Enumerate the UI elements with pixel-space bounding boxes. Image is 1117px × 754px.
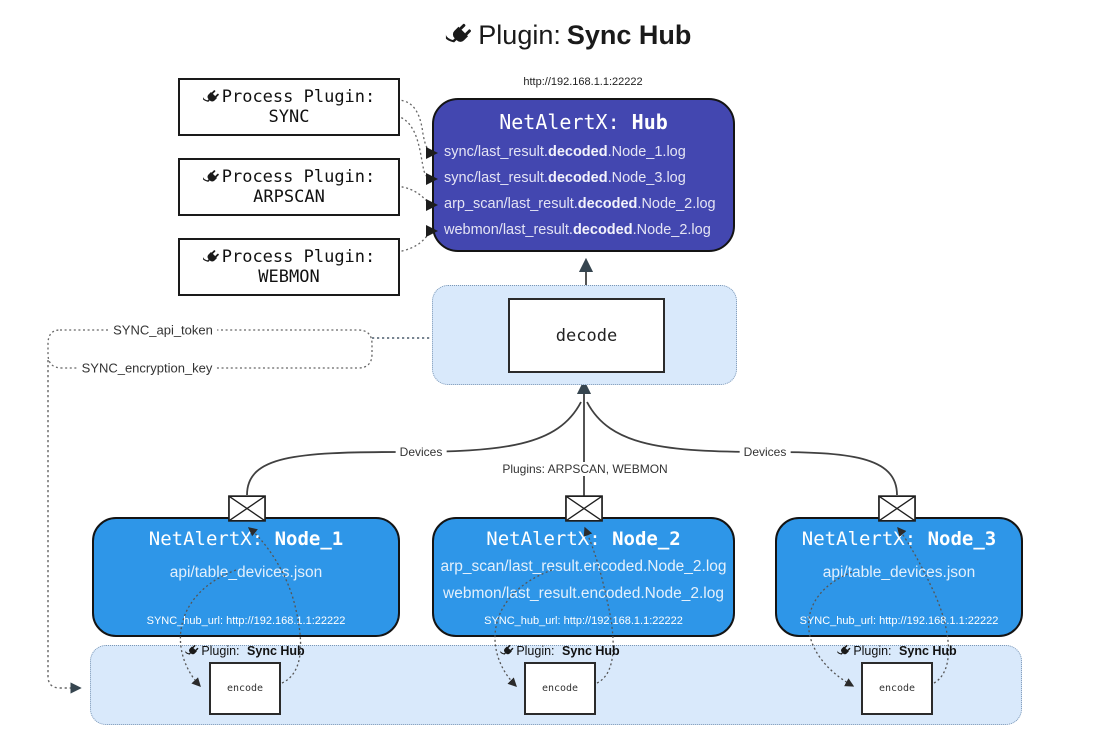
devices-edge-label-right: Devices [739,445,791,459]
decode-box[interactable]: decode [508,298,665,373]
process-plugin-name: ARPSCAN [253,187,325,207]
node-to-decode-curves [246,379,898,505]
node-hub-url: SYNC_hub_url: http://192.168.1.1:22222 [146,615,346,627]
decode-label: decode [555,325,618,346]
hub-log-line: sync/last_result.decoded.Node_1.log [444,144,686,160]
process-plugin-name: WEBMON [258,267,320,287]
node-file: arp_scan/last_result.encoded.Node_2.log [440,558,727,575]
plug-icon [203,249,220,266]
process-plugin-label: Process Plugin: [221,87,376,107]
node-title: NetAlertX: Node_1 [148,528,344,550]
node-title: NetAlertX: Node_3 [801,528,997,550]
plug-icon [445,22,472,49]
page-title-name: Sync Hub [566,20,692,50]
node-file: api/table_devices.json [169,564,323,581]
encoder-plugin-label: Plugin: Sync Hub [500,644,620,658]
settings-to-encoders-link [47,360,82,694]
process-plugin-sync[interactable]: Process Plugin: SYNC [178,78,400,136]
plug-icon [203,89,220,106]
node-file: webmon/last_result.encoded.Node_2.log [443,585,724,602]
hub-log-line: webmon/last_result.decoded.Node_2.log [444,222,711,238]
hub-url-label: http://192.168.1.1:22222 [523,76,643,88]
node-3-box[interactable]: NetAlertX: Node_3 api/table_devices.json… [775,517,1023,637]
page-title-prefix: Plugin: [478,20,561,50]
hub-box[interactable]: NetAlertX: Hub sync/last_result.decoded.… [432,98,735,252]
node-title: NetAlertX: Node_2 [486,528,681,550]
devices-edge-label-left: Devices [395,445,447,459]
process-plugin-label: Process Plugin: [221,167,376,187]
node-file: api/table_devices.json [822,564,976,581]
hub-title: NetAlertX: Hub [499,110,668,134]
sync-api-token-label: SYNC_api_token [109,322,217,338]
hub-log-line: arp_scan/last_result.decoded.Node_2.log [444,196,716,212]
process-plugin-webmon[interactable]: Process Plugin: WEBMON [178,238,400,296]
encoder-plugin-label: Plugin: Sync Hub [185,644,305,658]
sync-encryption-key-label: SYNC_encryption_key [77,360,217,376]
process-plugin-arpscan[interactable]: Process Plugin: ARPSCAN [178,158,400,216]
process-plugin-label: Process Plugin: [221,247,376,267]
encode-box-2[interactable]: encode [524,662,596,715]
node-hub-url: SYNC_hub_url: http://192.168.1.1:22222 [799,615,999,627]
encode-box-1[interactable]: encode [209,662,281,715]
encoder-plugin-label: Plugin: Sync Hub [837,644,957,658]
process-plugin-name: SYNC [268,107,310,127]
plugins-edge-label: Plugins: ARPSCAN, WEBMON [498,462,672,476]
plug-icon [837,644,851,658]
hub-log-line: sync/last_result.decoded.Node_3.log [444,170,686,186]
plugin-to-hub-links [396,99,432,253]
plug-icon [500,644,514,658]
plug-icon [185,644,199,658]
node-2-box[interactable]: NetAlertX: Node_2 arp_scan/last_result.e… [432,517,735,637]
node-hub-url: SYNC_hub_url: http://192.168.1.1:22222 [484,615,683,627]
encode-box-3[interactable]: encode [861,662,933,715]
plug-icon [203,169,220,186]
page-title: Plugin: Sync Hub [445,20,691,51]
node-1-box[interactable]: NetAlertX: Node_1 api/table_devices.json… [92,517,400,637]
